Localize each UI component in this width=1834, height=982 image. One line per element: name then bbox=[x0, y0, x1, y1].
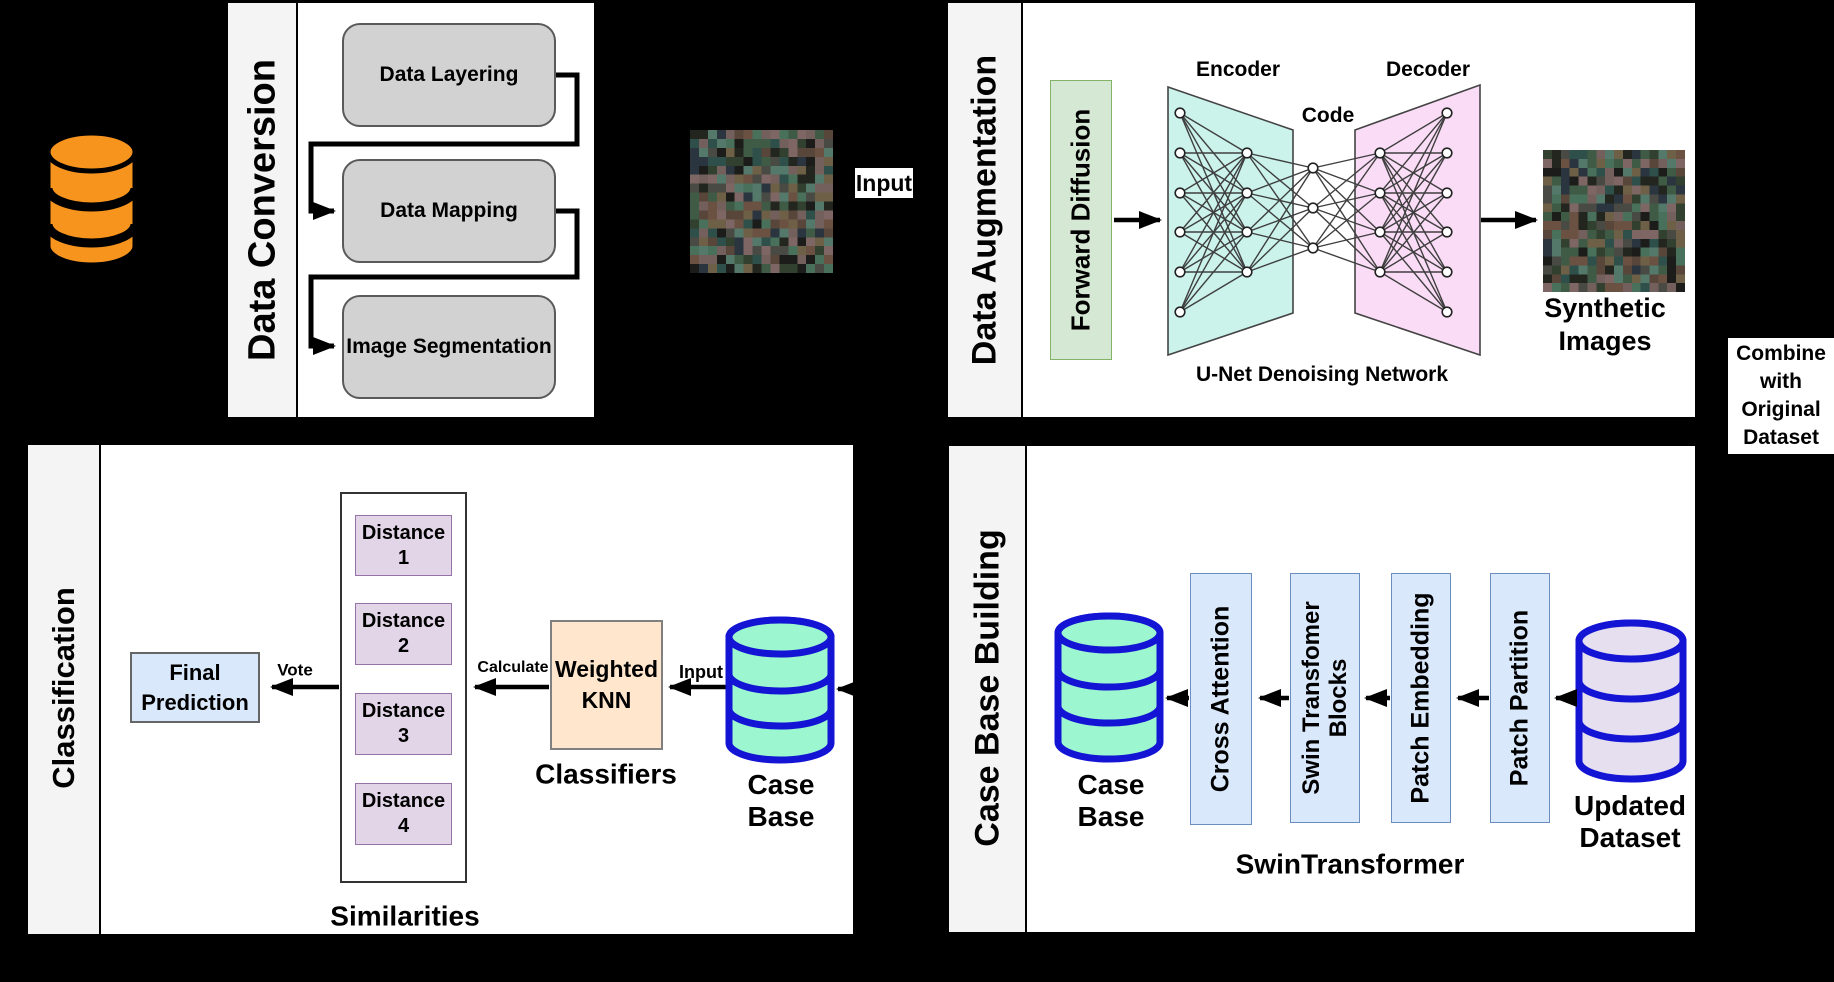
similarities-caption: Similarities bbox=[330, 900, 480, 932]
distance-2-box: Distance 2 bbox=[355, 603, 452, 665]
classifiers-caption: Classifiers bbox=[535, 758, 677, 790]
forward-diffusion-box bbox=[1050, 80, 1112, 360]
case-base-building-title-strip bbox=[949, 446, 1027, 932]
swin-transformer-blocks-label: Swin Transfomer Blocks bbox=[1298, 601, 1352, 794]
step-data-layering: Data Layering bbox=[342, 23, 556, 127]
knn-line: KNN bbox=[581, 687, 632, 713]
distance-word: Distance bbox=[361, 790, 446, 812]
step-label: Data Layering bbox=[379, 63, 519, 86]
distance-word: Distance bbox=[361, 610, 446, 632]
step-data-mapping: Data Mapping bbox=[342, 159, 556, 263]
step-image-segmentation: Image Segmentation bbox=[342, 295, 556, 399]
database-icon-orange bbox=[43, 130, 140, 268]
code-label: Code bbox=[1301, 104, 1355, 128]
input-arrow-label: Input bbox=[679, 661, 723, 682]
swin-transformer-caption: SwinTransformer bbox=[1235, 848, 1465, 880]
data-conversion-title: Data Conversion bbox=[241, 59, 284, 361]
patch-partition-label: Patch Partition bbox=[1505, 609, 1534, 787]
patch-embedding-label: Patch Embedding bbox=[1406, 592, 1435, 804]
note-line: with bbox=[1760, 370, 1802, 393]
caption-line: Images bbox=[1558, 326, 1652, 356]
knn-line: Weighted bbox=[554, 656, 659, 682]
synthetic-images-caption: Synthetic Images bbox=[1544, 292, 1666, 358]
distance-word: Distance bbox=[361, 521, 446, 544]
unet-caption: U-Net Denoising Network bbox=[1195, 363, 1449, 387]
step-label: Data Mapping bbox=[380, 199, 518, 222]
distance-number: 1 bbox=[397, 546, 410, 569]
distance-number: 4 bbox=[397, 815, 410, 837]
autoencoder-network bbox=[1174, 107, 1453, 318]
data-augmentation-title: Data Augmentation bbox=[965, 54, 1004, 366]
distance-number: 3 bbox=[397, 725, 410, 747]
distance-word: Distance bbox=[361, 700, 446, 722]
case-base-caption: Case Base bbox=[1078, 769, 1145, 833]
input-tag: Input bbox=[855, 168, 913, 198]
classification-title: Classification bbox=[46, 587, 81, 789]
final-prediction-line: Final bbox=[169, 659, 221, 685]
caption-line: Synthetic bbox=[1544, 293, 1666, 323]
database-icon-green bbox=[725, 616, 835, 764]
distance-number: 2 bbox=[397, 635, 410, 657]
classification-title-strip bbox=[28, 445, 101, 934]
classification-arrows bbox=[270, 678, 859, 698]
note-line: Original bbox=[1741, 398, 1821, 421]
note-line: Dataset bbox=[1743, 426, 1819, 449]
database-icon-purple bbox=[1575, 619, 1687, 783]
note-line: Combine bbox=[1736, 342, 1826, 365]
decoder-label: Decoder bbox=[1385, 58, 1471, 82]
case-base-caption: Case Base bbox=[748, 769, 815, 833]
distance-3-box: Distance 3 bbox=[355, 693, 452, 755]
cross-attention-box bbox=[1190, 573, 1252, 825]
label-line: Swin Transfomer bbox=[1298, 601, 1325, 795]
case-base-building-title: Case Base Building bbox=[968, 529, 1007, 847]
updated-dataset-caption: Updated Dataset bbox=[1574, 790, 1686, 854]
encoder-label: Encoder bbox=[1195, 58, 1281, 82]
label-line: Blocks bbox=[1325, 658, 1352, 738]
patch-embedding-box bbox=[1391, 573, 1451, 823]
caption-line: Case bbox=[747, 769, 815, 800]
cross-attention-label: Cross Attention bbox=[1206, 605, 1235, 793]
step-label: Image Segmentation bbox=[346, 335, 552, 358]
caption-line: Dataset bbox=[1579, 822, 1681, 853]
distance-4-box: Distance 4 bbox=[355, 783, 452, 845]
caption-line: Updated bbox=[1574, 790, 1686, 821]
calculate-arrow-label: Calculate bbox=[477, 659, 549, 677]
caption-line: Case bbox=[1077, 769, 1145, 800]
swin-transformer-blocks-box bbox=[1290, 573, 1360, 823]
combine-note: Combine with Original Dataset bbox=[1728, 338, 1834, 454]
caption-line: Base bbox=[1077, 801, 1145, 832]
distance-1-box: Distance 1 bbox=[355, 515, 452, 576]
synthetic-noisy-image bbox=[1543, 150, 1685, 292]
data-augmentation-title-strip bbox=[948, 3, 1023, 417]
weighted-knn-box: Weighted KNN bbox=[550, 620, 663, 750]
final-prediction-line: Prediction bbox=[141, 689, 249, 715]
data-conversion-title-strip bbox=[228, 3, 298, 417]
vote-arrow-label: Vote bbox=[277, 660, 313, 680]
forward-diffusion-label: Forward Diffusion bbox=[1065, 108, 1096, 332]
noisy-input-image bbox=[690, 130, 833, 273]
caption-line: Base bbox=[747, 801, 815, 832]
database-icon-green bbox=[1054, 612, 1164, 763]
final-prediction-box: Final Prediction bbox=[130, 652, 260, 723]
patch-partition-box bbox=[1490, 573, 1550, 823]
flow-connectors-data-conversion bbox=[308, 72, 580, 355]
